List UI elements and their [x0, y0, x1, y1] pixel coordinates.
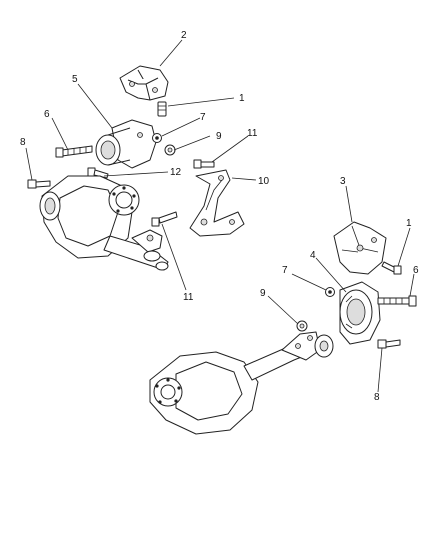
bolt-part-11-upper [193, 159, 215, 169]
callout-12-upper: 12 [170, 167, 182, 178]
bolt-part-8-upper [27, 179, 51, 189]
callouts-upper: 2 1 5 6 7 9 8 11 10 12 11 [20, 30, 270, 303]
bolt-part-1-lower [381, 261, 402, 275]
callout-8-upper: 8 [20, 137, 26, 148]
bolt-part-6-lower [377, 295, 417, 307]
callout-4-lower: 4 [310, 250, 316, 261]
callout-11-upper-b: 11 [183, 292, 194, 303]
bracket-part-2 [119, 65, 169, 101]
callout-1-upper: 1 [239, 93, 245, 104]
callouts-lower: 3 1 4 7 6 9 8 [260, 176, 419, 403]
mount-part-5 [95, 119, 157, 169]
callout-7-upper: 7 [200, 112, 206, 123]
callout-9-upper: 9 [216, 131, 222, 142]
leader-lines-upper [25, 39, 257, 291]
bolt-part-6-upper [55, 145, 93, 158]
callout-6-upper: 6 [44, 109, 50, 120]
differential-housing-upper [39, 175, 169, 271]
nut-part-7-lower [325, 287, 335, 297]
bolt-part-1-upper [157, 101, 167, 117]
callout-11-upper-a: 11 [247, 128, 258, 139]
callout-8-lower: 8 [374, 392, 380, 403]
differential-housing-lower [149, 331, 334, 435]
callout-2-upper: 2 [181, 30, 187, 41]
bracket-part-3 [333, 221, 387, 275]
callout-7-lower: 7 [282, 265, 288, 276]
upper-assembly: 2 1 5 6 7 9 8 11 10 12 11 [20, 30, 270, 303]
lower-assembly: 3 1 4 7 6 9 8 [149, 176, 419, 435]
callout-3-lower: 3 [340, 176, 346, 187]
nut-part-7-upper [152, 133, 162, 143]
bolt-part-8-lower [377, 339, 401, 349]
callout-10-upper: 10 [258, 176, 270, 187]
bracket-part-10 [189, 169, 245, 237]
bolt-part-11-lower [151, 211, 178, 227]
mount-part-4 [339, 281, 381, 345]
callout-1-lower: 1 [406, 218, 412, 229]
nut-part-9-upper [164, 144, 176, 156]
nut-part-9-lower [296, 320, 308, 332]
leader-lines-lower [267, 185, 415, 393]
callout-9-lower: 9 [260, 288, 266, 299]
callout-5-upper: 5 [72, 74, 78, 85]
callout-6-lower: 6 [413, 265, 419, 276]
